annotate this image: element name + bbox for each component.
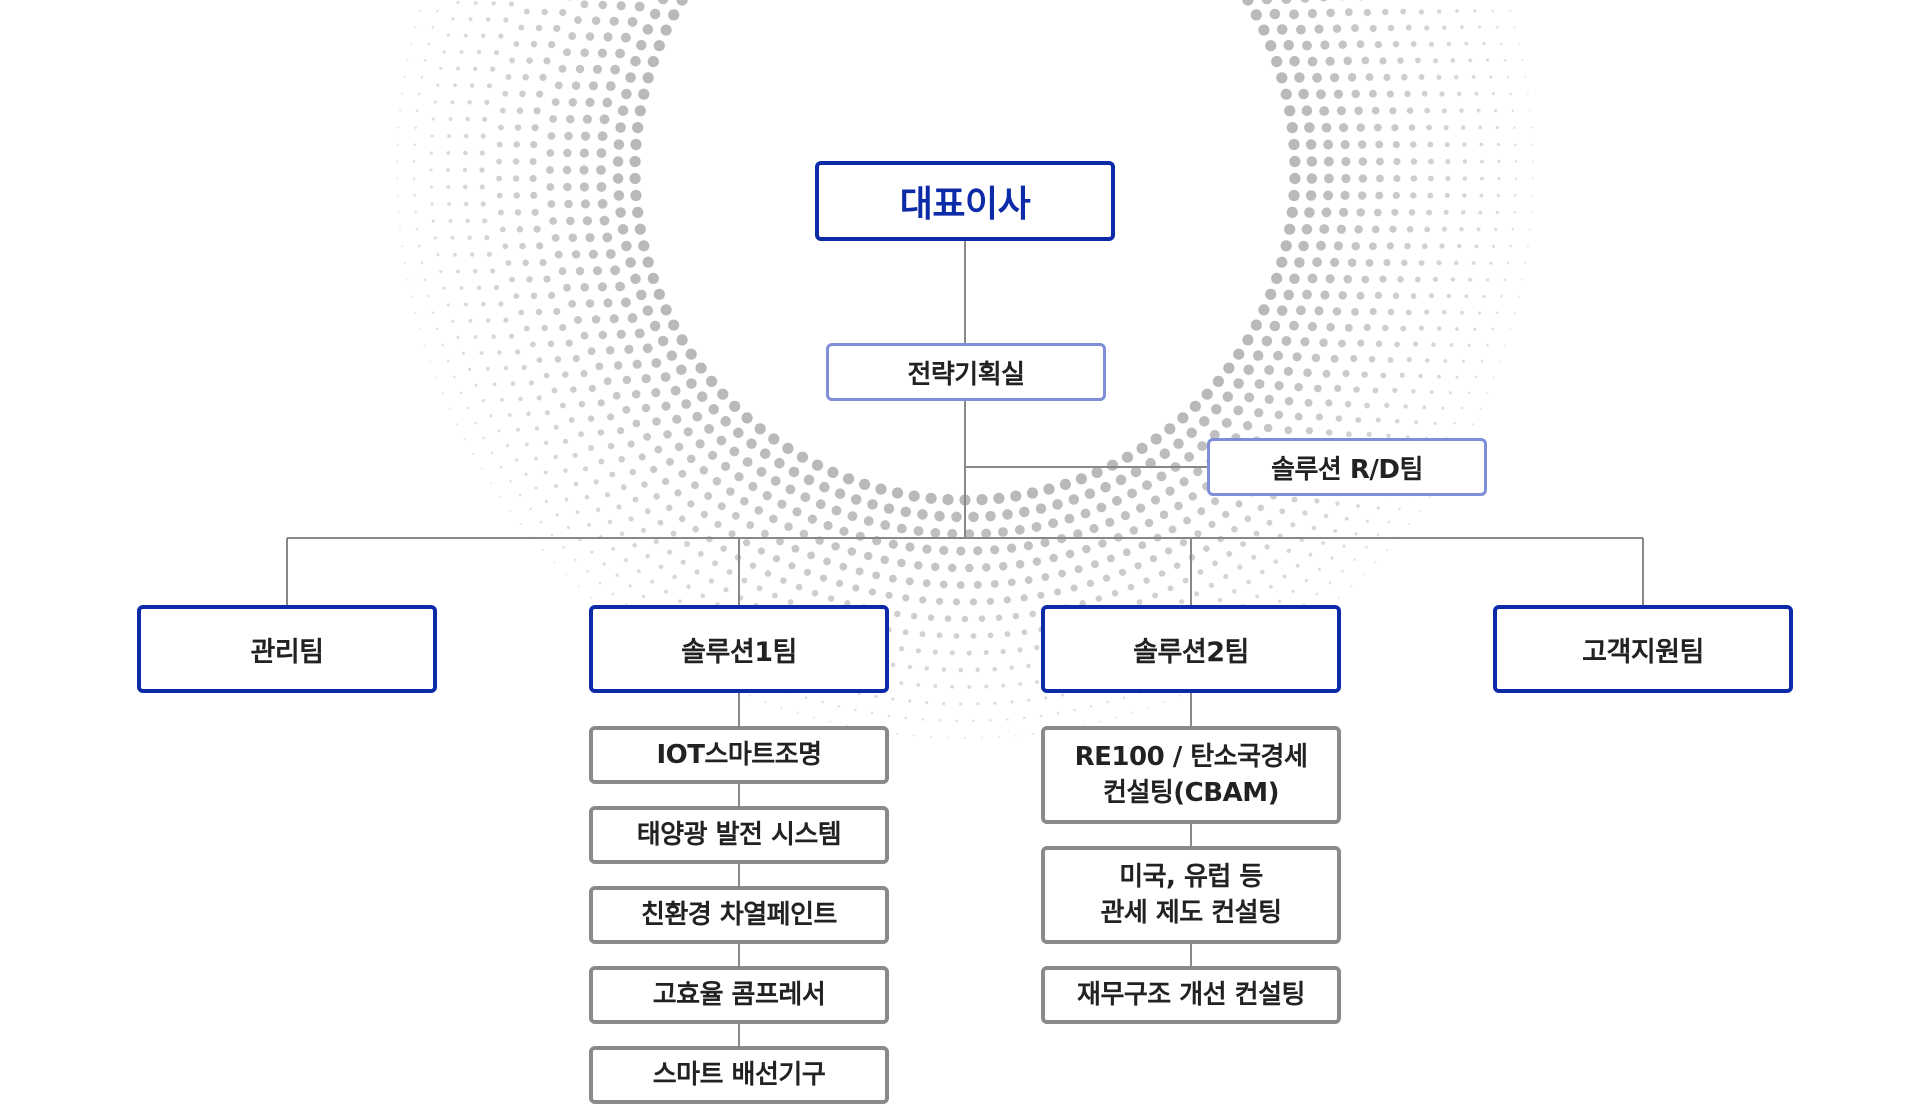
team-label: 고객지원팀 bbox=[1582, 630, 1704, 669]
solution2-item-financial-consulting: 재무구조 개선 컨설팅 bbox=[1041, 966, 1341, 1024]
team-label: 솔루션1팀 bbox=[681, 630, 797, 669]
ceo-label: 대표이사 bbox=[900, 175, 1030, 227]
team-management-box: 관리팀 bbox=[137, 605, 437, 693]
item-label: 고효율 콤프레서 bbox=[653, 977, 826, 1013]
rd-team-box: 솔루션 R/D팀 bbox=[1207, 438, 1487, 496]
team-customer-support-box: 고객지원팀 bbox=[1493, 605, 1793, 693]
solution1-item-heat-paint: 친환경 차열페인트 bbox=[589, 886, 889, 944]
item-label-line1: RE100 / 탄소국경세 bbox=[1075, 739, 1308, 775]
item-label: 태양광 발전 시스템 bbox=[637, 817, 841, 853]
item-label: IOT스마트조명 bbox=[656, 737, 821, 773]
solution1-item-smart-wiring: 스마트 배선기구 bbox=[589, 1046, 889, 1104]
team-solution1-box: 솔루션1팀 bbox=[589, 605, 889, 693]
item-label-line1: 재무구조 개선 컨설팅 bbox=[1077, 977, 1305, 1013]
solution2-item-re100-cbam: RE100 / 탄소국경세 컨설팅(CBAM) bbox=[1041, 726, 1341, 824]
item-label: 스마트 배선기구 bbox=[653, 1057, 826, 1093]
strategy-office-box: 전략기획실 bbox=[826, 343, 1106, 401]
ceo-box: 대표이사 bbox=[815, 161, 1115, 241]
solution1-item-solar-power: 태양광 발전 시스템 bbox=[589, 806, 889, 864]
team-label: 관리팀 bbox=[250, 630, 323, 669]
item-label-line2: 관세 제도 컨설팅 bbox=[1100, 895, 1281, 931]
item-label-line2: 컨설팅(CBAM) bbox=[1103, 775, 1279, 811]
item-label: 친환경 차열페인트 bbox=[641, 897, 837, 933]
solution2-item-tariff-consulting: 미국, 유럽 등 관세 제도 컨설팅 bbox=[1041, 846, 1341, 944]
strategy-office-label: 전략기획실 bbox=[907, 354, 1024, 391]
rd-team-label: 솔루션 R/D팀 bbox=[1271, 449, 1423, 486]
team-solution2-box: 솔루션2팀 bbox=[1041, 605, 1341, 693]
solution1-item-compressor: 고효율 콤프레서 bbox=[589, 966, 889, 1024]
item-label-line1: 미국, 유럽 등 bbox=[1119, 859, 1263, 895]
team-label: 솔루션2팀 bbox=[1133, 630, 1249, 669]
solution1-item-iot-lighting: IOT스마트조명 bbox=[589, 726, 889, 784]
